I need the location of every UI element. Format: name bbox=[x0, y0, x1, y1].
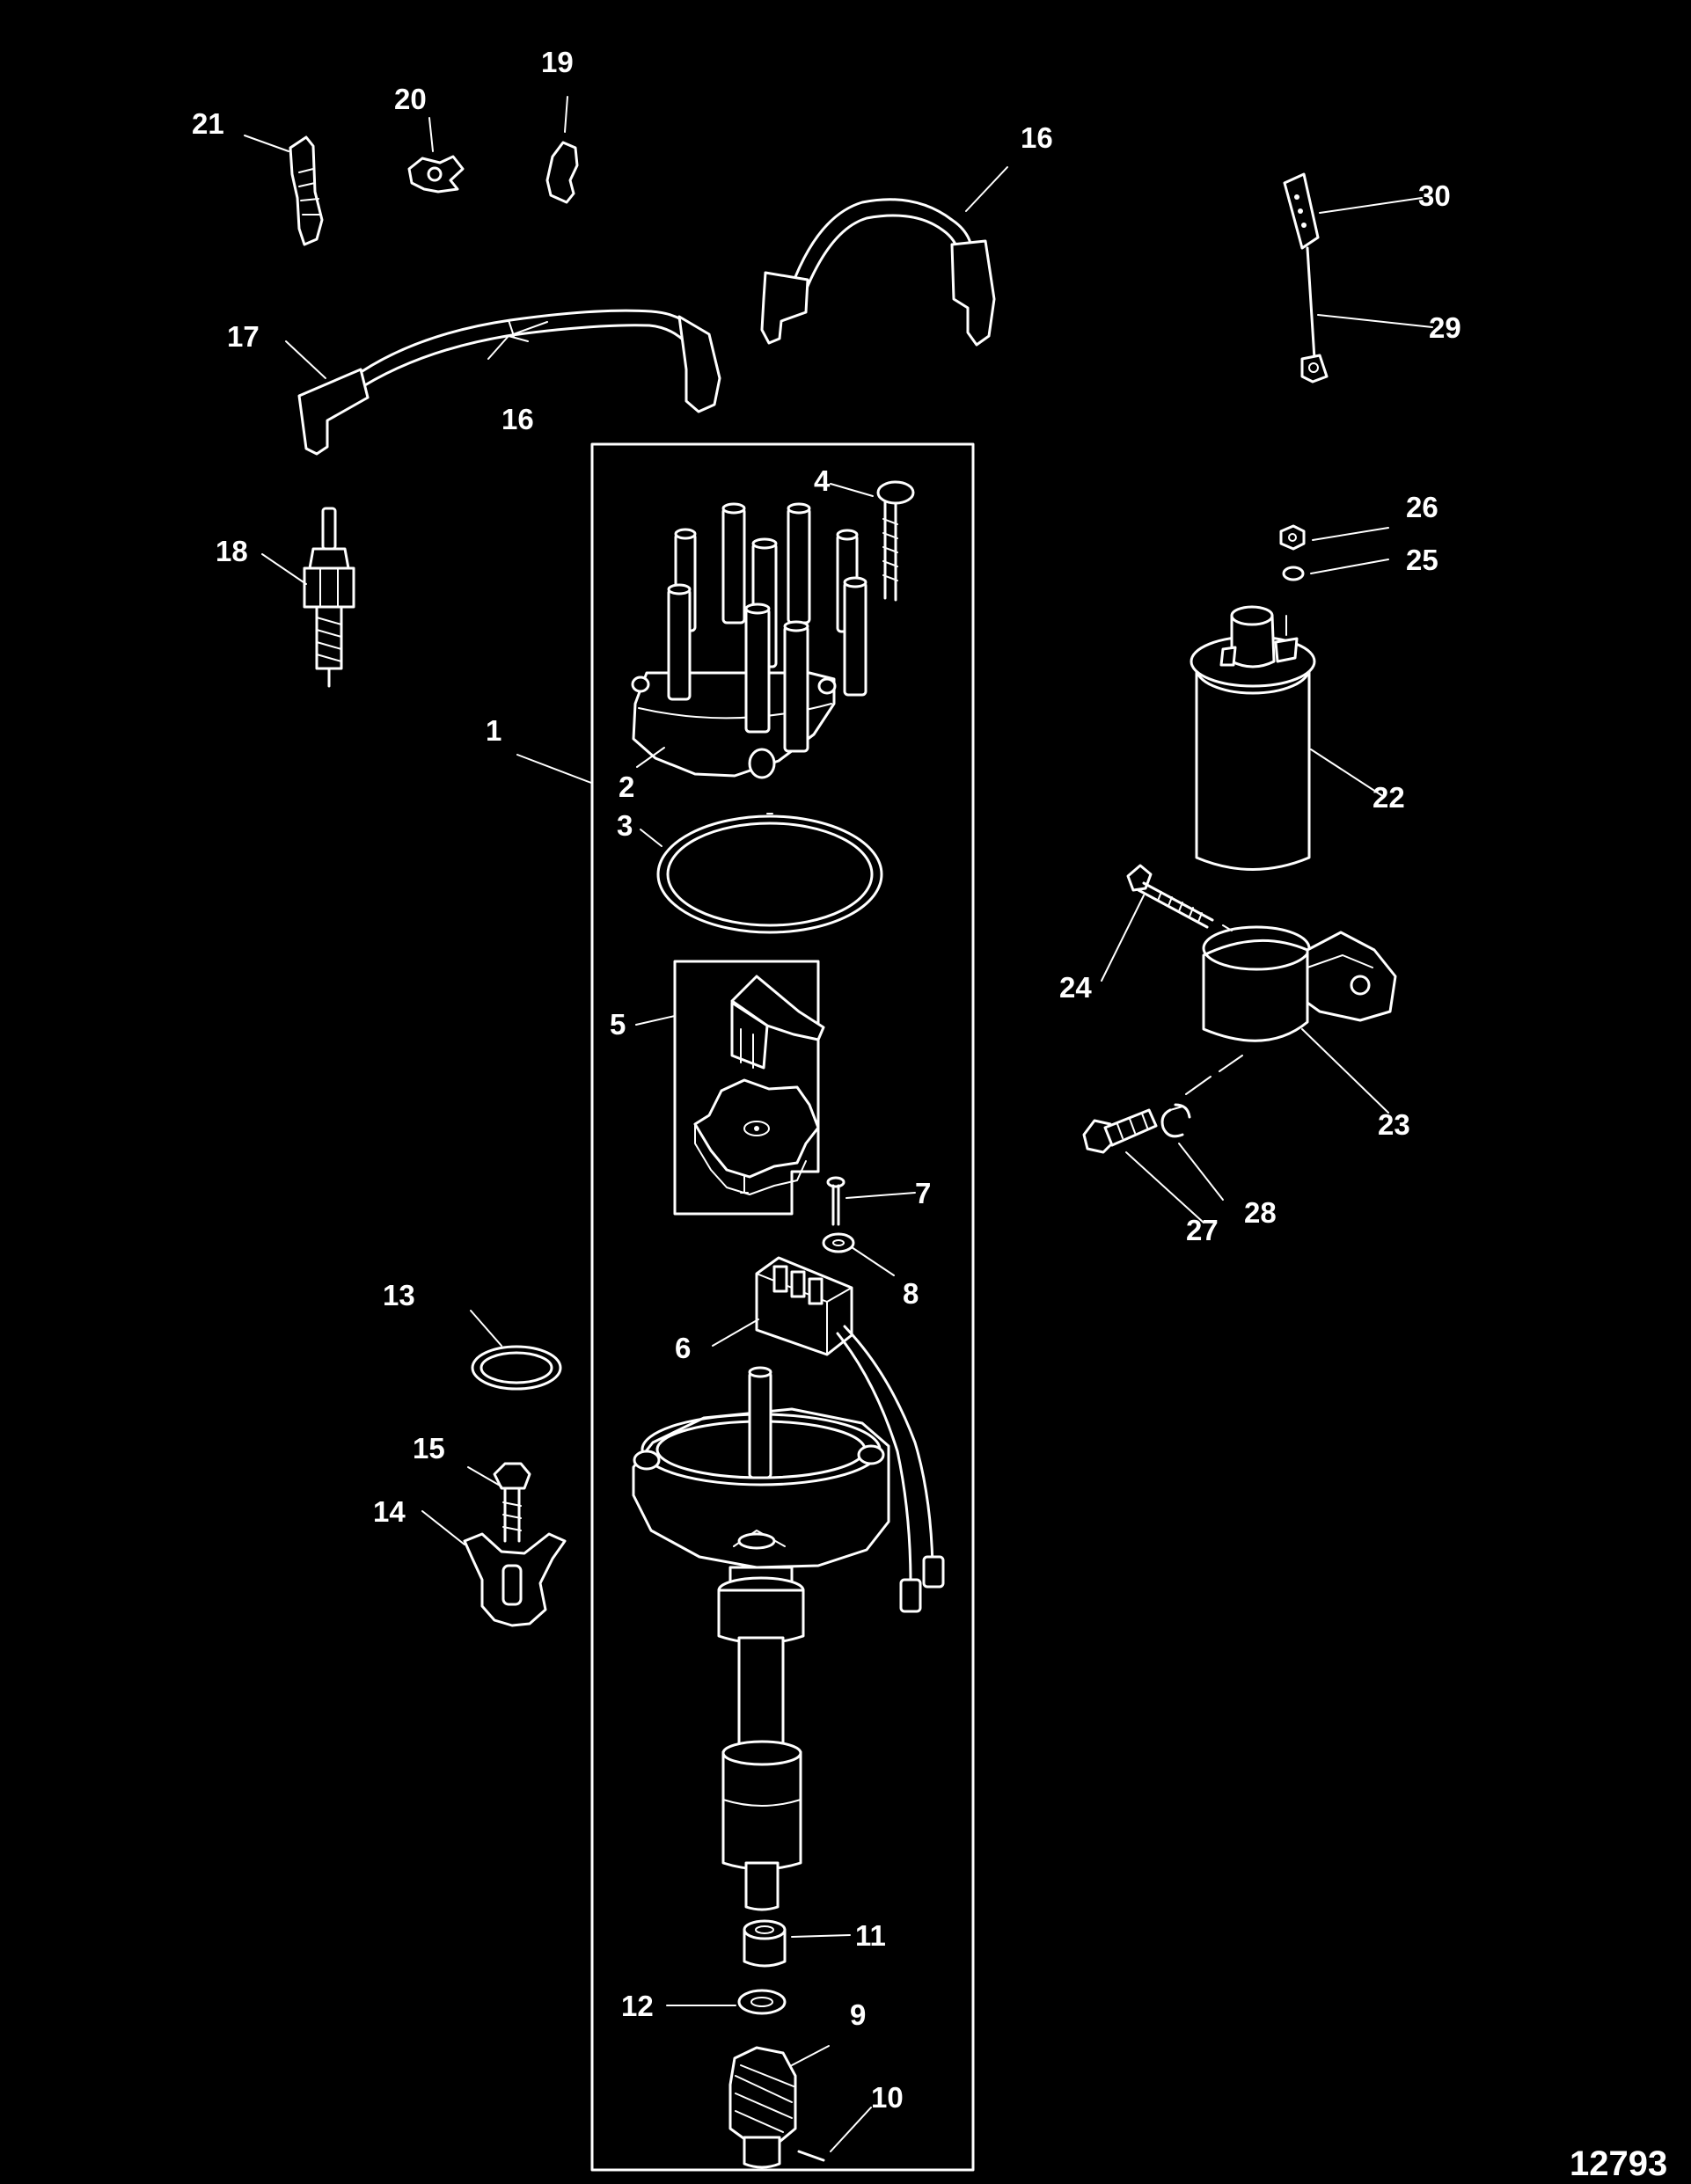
callout-16-lower: 16 bbox=[501, 403, 534, 435]
rotor bbox=[730, 975, 825, 1070]
bracket-mounting-bolt bbox=[1082, 1108, 1158, 1154]
callout-28: 28 bbox=[1244, 1196, 1277, 1229]
module-screw bbox=[826, 1176, 846, 1226]
distributor-shaft bbox=[717, 1566, 805, 1911]
distributor-assembly-frame bbox=[590, 442, 975, 2172]
coil-mounting-bracket bbox=[1202, 925, 1397, 1042]
wire-loom-clip-21 bbox=[289, 135, 324, 246]
distributor-base-gasket bbox=[471, 1345, 562, 1391]
callout-18: 18 bbox=[216, 535, 248, 567]
cap-gasket-ring bbox=[656, 813, 883, 934]
callout-17: 17 bbox=[227, 320, 260, 353]
spark-plug bbox=[303, 507, 355, 688]
callout-23: 23 bbox=[1378, 1108, 1410, 1141]
callout-22: 22 bbox=[1373, 781, 1405, 814]
wire-retainer-clip-20 bbox=[407, 155, 465, 194]
hold-down-clamp bbox=[463, 1532, 567, 1627]
callout-4: 4 bbox=[814, 464, 831, 497]
shaft-bushing bbox=[743, 1919, 787, 1968]
spark-plug-wire bbox=[297, 309, 721, 456]
callout-13: 13 bbox=[383, 1279, 415, 1311]
callout-20: 20 bbox=[394, 83, 427, 115]
figure-number: 12793 bbox=[1570, 2144, 1668, 2183]
callout-12: 12 bbox=[621, 1990, 654, 2022]
washer bbox=[822, 1232, 855, 1253]
callout-14: 14 bbox=[373, 1495, 406, 1528]
rotor-kit-frame bbox=[673, 960, 820, 1216]
callout-15: 15 bbox=[413, 1432, 445, 1465]
callout-8: 8 bbox=[903, 1277, 919, 1310]
callout-9: 9 bbox=[850, 1998, 867, 2031]
reluctor-plate bbox=[693, 1078, 820, 1195]
spark-plug-wire-coil bbox=[760, 198, 996, 347]
callout-29: 29 bbox=[1429, 311, 1461, 344]
ground-strap-bracket bbox=[1283, 172, 1329, 383]
callout-16-top: 16 bbox=[1021, 121, 1053, 154]
callout-26: 26 bbox=[1406, 491, 1438, 523]
distributor-housing bbox=[632, 1366, 890, 1569]
callout-1: 1 bbox=[486, 714, 502, 747]
callout-11: 11 bbox=[855, 1919, 886, 1952]
callout-27: 27 bbox=[1186, 1214, 1219, 1246]
callout-5: 5 bbox=[610, 1008, 626, 1041]
callout-30: 30 bbox=[1418, 179, 1451, 212]
callout-25: 25 bbox=[1406, 544, 1438, 576]
roll-pin bbox=[797, 2150, 825, 2162]
drive-gear bbox=[728, 2046, 797, 2169]
callout-2: 2 bbox=[619, 771, 635, 803]
thrust-washer bbox=[737, 1989, 787, 2015]
callout-7: 7 bbox=[915, 1177, 932, 1209]
coil-terminal-nut bbox=[1279, 524, 1306, 551]
ignition-module bbox=[755, 1256, 945, 1613]
distributor-cap bbox=[631, 502, 867, 779]
hold-down-bolt bbox=[493, 1462, 531, 1543]
callout-21: 21 bbox=[192, 107, 224, 140]
callout-19: 19 bbox=[541, 46, 574, 78]
leader-lines bbox=[244, 96, 1433, 2152]
callout-24: 24 bbox=[1059, 971, 1092, 1004]
callout-6: 6 bbox=[675, 1332, 692, 1364]
lock-washer bbox=[1160, 1103, 1191, 1138]
callout-3: 3 bbox=[617, 809, 633, 842]
coil-terminal-washer bbox=[1282, 566, 1305, 581]
bracket-through-bolt bbox=[1126, 864, 1233, 931]
callout-10: 10 bbox=[871, 2081, 904, 2114]
ignition-coil bbox=[1190, 605, 1316, 871]
cap-hold-down-screw bbox=[876, 480, 915, 602]
wire-separator-clip-19 bbox=[545, 141, 579, 204]
